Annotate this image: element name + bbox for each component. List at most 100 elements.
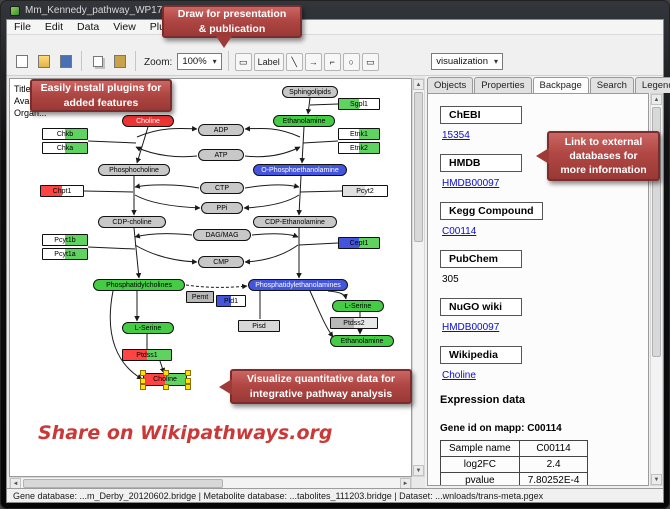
pathway-edge[interactable] bbox=[244, 183, 300, 189]
backpage-link[interactable]: 15354 bbox=[442, 130, 470, 141]
selection-handle[interactable] bbox=[140, 377, 146, 384]
node-pemt[interactable]: Pemt bbox=[186, 291, 214, 303]
tab-objects[interactable]: Objects bbox=[427, 77, 474, 93]
pathway-edge[interactable] bbox=[244, 125, 301, 138]
node-ethanolamine[interactable]: Ethanolamine bbox=[273, 115, 335, 127]
selection-handle[interactable] bbox=[185, 384, 191, 390]
pathway-edge[interactable] bbox=[135, 126, 149, 164]
datanode-tool[interactable]: ▭ bbox=[234, 53, 252, 71]
pathway-edge[interactable] bbox=[185, 283, 248, 290]
paste-button[interactable] bbox=[110, 52, 129, 71]
pathway-edge[interactable] bbox=[327, 290, 348, 300]
pathway-edge[interactable] bbox=[302, 140, 339, 144]
scroll-thumb[interactable] bbox=[414, 92, 423, 242]
selection-handle[interactable] bbox=[140, 384, 146, 390]
scroll-down-icon[interactable] bbox=[651, 474, 662, 485]
node-phosphocholine[interactable]: Phosphocholine bbox=[98, 164, 170, 176]
pathway-edge[interactable] bbox=[87, 246, 136, 250]
backpage-link[interactable]: Choline bbox=[442, 370, 476, 381]
pathway-edge[interactable] bbox=[87, 140, 137, 144]
node-pcyt2[interactable]: Pcyt2 bbox=[342, 185, 388, 197]
backpage-link[interactable]: C00114 bbox=[442, 226, 477, 237]
pathway-edge[interactable] bbox=[134, 194, 201, 211]
tab-backpage[interactable]: Backpage bbox=[532, 77, 589, 94]
scroll-thumb[interactable] bbox=[23, 479, 223, 488]
elbow-connector-tool[interactable]: ⌐ bbox=[323, 53, 341, 71]
node-chpt1[interactable]: Chpt1 bbox=[40, 185, 84, 197]
pathway-edge[interactable] bbox=[298, 242, 339, 246]
scroll-up-icon[interactable] bbox=[651, 94, 662, 105]
node-pcyt1a[interactable]: Pcyt1a bbox=[42, 248, 88, 260]
new-file-button[interactable] bbox=[12, 52, 31, 71]
node-chkb[interactable]: Chkb bbox=[42, 128, 88, 140]
node-pisd[interactable]: Pisd bbox=[238, 320, 280, 332]
node-choline[interactable]: Choline bbox=[140, 370, 191, 390]
selection-handle[interactable] bbox=[185, 377, 191, 384]
pathway-edge[interactable] bbox=[83, 190, 134, 193]
node-pld1[interactable]: Pld1 bbox=[216, 295, 246, 307]
node-choline[interactable]: Choline bbox=[122, 115, 174, 127]
zoom-select[interactable]: 100% bbox=[177, 53, 222, 70]
node-dag-mag[interactable]: DAG/MAG bbox=[193, 229, 251, 241]
tab-properties[interactable]: Properties bbox=[474, 77, 532, 93]
node-adp[interactable]: ADP bbox=[198, 124, 244, 136]
node-atp[interactable]: ATP bbox=[198, 149, 244, 161]
menu-data[interactable]: Data bbox=[77, 21, 100, 33]
node-etnk1[interactable]: Etnk1 bbox=[338, 128, 380, 140]
node-etnk2[interactable]: Etnk2 bbox=[338, 142, 380, 154]
label-tool[interactable]: Label bbox=[253, 53, 284, 71]
selection-handle[interactable] bbox=[163, 384, 169, 390]
pathway-edge[interactable] bbox=[244, 146, 301, 158]
line-tool[interactable]: ╲ bbox=[285, 53, 303, 71]
pathway-edge[interactable] bbox=[135, 146, 198, 158]
node-ptdss1[interactable]: Ptdss1 bbox=[122, 349, 172, 361]
pathway-edge[interactable] bbox=[134, 244, 198, 265]
node-cmp[interactable]: CMP bbox=[198, 256, 244, 268]
save-file-button[interactable] bbox=[56, 52, 75, 71]
pathway-edge[interactable] bbox=[243, 194, 300, 211]
visualization-select[interactable]: visualization bbox=[431, 53, 503, 70]
open-file-button[interactable] bbox=[34, 52, 53, 71]
node-l-serine[interactable]: L-Serine bbox=[122, 322, 174, 334]
node-l-serine[interactable]: L-Serine bbox=[332, 300, 384, 312]
arrow-tool[interactable]: → bbox=[304, 53, 322, 71]
pathway-edge[interactable] bbox=[299, 190, 343, 193]
node-pcyt1b[interactable]: Pcyt1b bbox=[42, 234, 88, 246]
pathway-edge[interactable] bbox=[251, 232, 299, 238]
pathway-edge[interactable] bbox=[133, 227, 142, 279]
pathway-edge[interactable] bbox=[296, 175, 302, 216]
scroll-up-icon[interactable] bbox=[413, 79, 424, 90]
menu-view[interactable]: View bbox=[113, 21, 136, 33]
panel-scrollbar[interactable] bbox=[650, 93, 663, 486]
node-cdp-choline[interactable]: CDP-choline bbox=[98, 216, 166, 228]
scroll-down-icon[interactable] bbox=[413, 465, 424, 476]
node-sgpl1[interactable]: Sgpl1 bbox=[338, 98, 380, 110]
backpage-link[interactable]: HMDB00097 bbox=[442, 322, 500, 333]
node-chka[interactable]: Chka bbox=[42, 142, 88, 154]
oval-shape-tool[interactable]: ○ bbox=[342, 53, 360, 71]
node-ethanolamine[interactable]: Ethanolamine bbox=[330, 335, 394, 347]
node-ptdss2[interactable]: Ptdss2 bbox=[330, 317, 378, 329]
menu-file[interactable]: File bbox=[14, 21, 31, 33]
menu-edit[interactable]: Edit bbox=[44, 21, 64, 33]
pathway-edge[interactable] bbox=[134, 233, 193, 239]
rect-shape-tool[interactable]: ▭ bbox=[361, 53, 379, 71]
tab-search[interactable]: Search bbox=[589, 77, 634, 93]
canvas-vscrollbar[interactable] bbox=[412, 78, 425, 477]
selection-handle[interactable] bbox=[163, 370, 169, 376]
pathway-edge[interactable] bbox=[244, 244, 299, 265]
pathway-edge[interactable] bbox=[309, 290, 334, 338]
tab-legend[interactable]: Legend bbox=[634, 77, 670, 93]
pathway-edge[interactable] bbox=[134, 183, 200, 189]
canvas-hscrollbar[interactable] bbox=[9, 477, 412, 490]
backpage-link[interactable]: HMDB00097 bbox=[442, 178, 500, 189]
copy-button[interactable] bbox=[88, 52, 107, 71]
node-cept1[interactable]: Cept1 bbox=[338, 237, 380, 249]
selection-handle[interactable] bbox=[140, 370, 146, 376]
node-o-phosphoethanolamine[interactable]: O-Phosphoethanolamine bbox=[253, 164, 347, 176]
node-sphingolipids[interactable]: Sphingolipids bbox=[282, 86, 338, 98]
node-phosphatidylcholines[interactable]: Phosphatidylcholines bbox=[93, 279, 185, 291]
node-cdp-ethanolamine[interactable]: CDP-Ethanolamine bbox=[253, 216, 337, 228]
node-ppi[interactable]: PPi bbox=[201, 202, 243, 214]
pathway-edge[interactable] bbox=[136, 125, 198, 138]
